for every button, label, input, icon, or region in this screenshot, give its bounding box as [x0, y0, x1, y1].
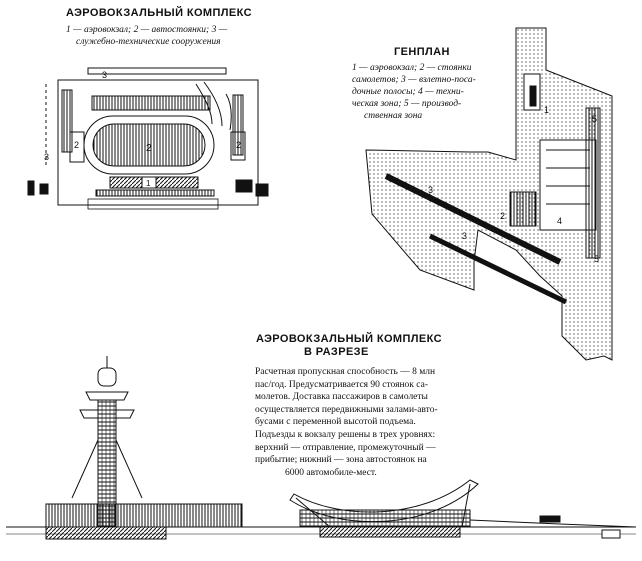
left-basement — [45, 526, 167, 540]
tower-braces — [71, 439, 143, 499]
production-zone — [585, 107, 601, 259]
label-2-right: 2 — [236, 140, 241, 150]
genplan-terminal-core — [529, 85, 537, 107]
genplan-legend-line-5: ственная зона — [364, 111, 423, 121]
terminal-basement — [319, 526, 461, 538]
section-title-line-2: В РАЗРЕЗЕ — [304, 346, 369, 358]
outer-block-3 — [235, 179, 253, 193]
label-2-left: 2 — [74, 140, 79, 150]
genplan-label-4: 4 — [557, 216, 562, 226]
oval-parking-center — [92, 123, 206, 167]
complex-site-plan: 3 3 2 2 2 1 — [27, 67, 269, 210]
genplan-legend-line-2: самолетов; 3 — взлетно-поса- — [352, 75, 476, 85]
outer-block-4 — [255, 183, 269, 197]
tower-balcony — [85, 391, 129, 401]
description-line-9: 6000 автомобиле-мест. — [285, 467, 377, 478]
label-2-center: 2 — [146, 143, 152, 154]
description-line-3: молетов. Доставка пассажиров в самолеты — [255, 392, 428, 403]
apron-row — [95, 189, 215, 197]
complex-legend-line-2: служебно-технические сооружения — [76, 37, 221, 47]
genplan-label-1: 1 — [544, 105, 549, 115]
bus-lounge — [601, 529, 621, 539]
label-3-left: 3 — [44, 152, 49, 162]
apron-vehicle — [539, 515, 561, 523]
runway-secondary — [428, 233, 568, 305]
genplan-label-2: 2 — [500, 211, 505, 221]
outer-block-2 — [39, 183, 49, 195]
description-line-7: верхний — отправление, промежуточный — — [255, 442, 436, 453]
aircraft-stands — [509, 191, 537, 227]
complex-title: АЭРОВОКЗАЛЬНЫЙ КОМПЛЕКС — [66, 7, 252, 19]
parking-block-right — [230, 131, 246, 161]
description-line-1: Расчетная пропускная способность — 8 млн — [255, 367, 436, 377]
apron-ramp — [469, 519, 637, 528]
terminal-section — [6, 356, 637, 540]
parking-left-column — [61, 89, 73, 153]
ramp-curve-right-2 — [203, 81, 223, 127]
genplan-label-5: 5 — [592, 114, 597, 124]
description-line-6: Подъезды к вокзалу решены в трех уровнях… — [255, 429, 436, 440]
description-line-4: осуществляется передвижными залами-авто- — [255, 404, 438, 415]
description-line-2: пас/год. Предусматривается 90 стоянок са… — [255, 379, 429, 390]
label-1: 1 — [146, 179, 151, 188]
service-building-top — [87, 67, 227, 75]
description-line-5: бусами с переменной высотой подъема. — [255, 417, 416, 428]
parking-top-rows — [91, 95, 211, 111]
outer-block-1 — [27, 180, 35, 196]
genplan-legend-line-1: 1 — аэровокзал; 2 — стоянки — [352, 63, 472, 73]
description-line-8: прибытие; нижний — зона автостоянок на — [255, 455, 427, 466]
runway-main — [384, 173, 562, 265]
complex-legend-line-1: 1 — аэровокзал; 2 — автостоянки; 3 — — [66, 25, 228, 35]
aircraft-stands-row — [87, 198, 219, 210]
section-description: Расчетная пропускная способность — 8 млн… — [255, 366, 445, 479]
tower-cab — [97, 367, 117, 387]
terminal-floors — [299, 509, 471, 528]
ramp-curve-right — [195, 83, 213, 125]
left-building — [45, 503, 243, 528]
terminal-center — [141, 176, 157, 189]
genplan-legend-line-3: дочные полосы; 4 — техни- — [352, 87, 464, 97]
genplan-territory — [365, 27, 613, 361]
label-3-top: 3 — [102, 70, 107, 80]
genplan-site-plan: 1 3 3 2 4 5 5 — [365, 27, 613, 361]
parking-right-column — [232, 94, 244, 156]
genplan-label-3b: 3 — [462, 231, 467, 241]
genplan-legend-line-4: ческая зона; 5 — производ- — [352, 99, 462, 109]
ramp-curve-right-3 — [225, 93, 232, 131]
genplan-label-3: 3 — [428, 185, 433, 195]
genplan-title: ГЕНПЛАН — [394, 46, 450, 58]
genplan-label-5b: 5 — [594, 254, 599, 264]
oval-road-outer — [83, 115, 215, 175]
section-title-line-1: АЭРОВОКЗАЛЬНЫЙ КОМПЛЕКС — [256, 333, 442, 345]
site-boundary — [57, 79, 259, 206]
